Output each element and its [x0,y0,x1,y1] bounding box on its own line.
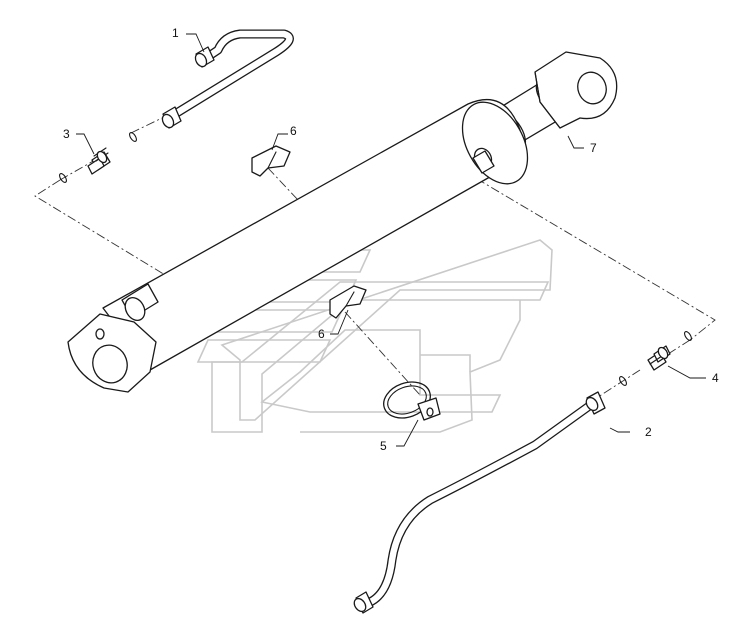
pipe-upper [161,29,294,129]
clip-upper [251,145,291,177]
callout-6-lower: 6 [318,327,325,341]
base-clevis [67,313,157,393]
callout-labels: 1 2 3 4 5 6 6 7 [63,26,719,453]
callout-2: 2 [645,425,652,439]
callout-6-upper: 6 [290,124,297,138]
rod-eye [534,51,618,129]
hydraulic-cylinder [67,51,618,393]
fitting-right [619,331,692,386]
callout-3: 3 [63,127,70,141]
pipe-lower [353,391,606,614]
callout-4: 4 [712,371,719,385]
clip-lower [329,285,367,319]
callout-1: 1 [172,26,179,40]
cylinder-barrel [102,99,529,371]
callout-5: 5 [380,439,387,453]
hose-clamp [383,381,441,421]
leader-lines [76,33,706,447]
callout-7: 7 [590,141,597,155]
fitting-upper-left [59,132,137,183]
watermark-logo [196,239,553,433]
